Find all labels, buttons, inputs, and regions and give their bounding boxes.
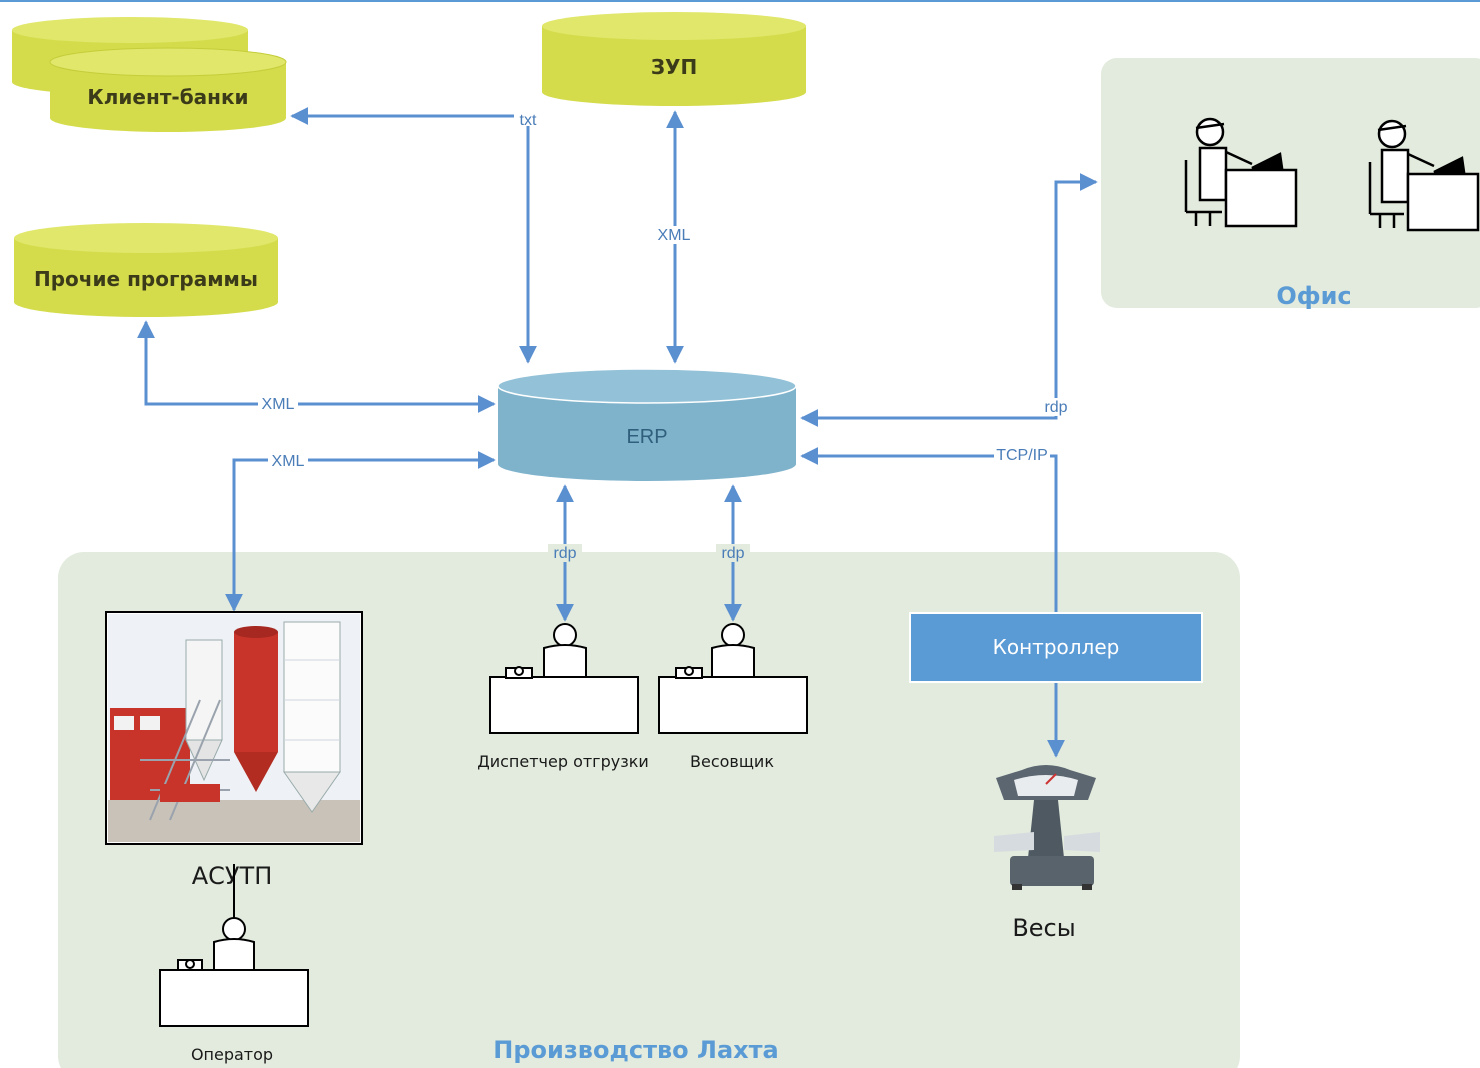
client-banks-label: Клиент-банки [87,85,248,109]
erp-label: ERP [626,426,667,448]
office-worker-icon [1184,117,1298,228]
dispatcher-rdp-label: rdp [553,545,576,562]
tcpip-flow: TCP/IP [800,446,1058,612]
controller-box: Контроллер [909,612,1203,683]
operator-label: Оператор [191,1045,273,1064]
zup-xml-flow: XML [652,110,696,364]
scales-icon [994,765,1100,890]
asutp-plant-image [105,611,363,845]
tcpip-label: TCP/IP [996,447,1048,464]
zup-xml-label: XML [658,227,691,244]
other-programs-database: Прочие программы [14,223,278,317]
dispatcher-desk-icon [489,623,639,734]
asutp-xml-label: XML [272,453,305,470]
zup-database: ЗУП [542,12,806,106]
scales-label: Весы [1012,914,1075,942]
dispatcher-label: Диспетчер отгрузки [477,752,649,771]
weigher-label: Весовщик [690,752,774,771]
asutp-label: АСУТП [192,862,273,890]
txt-flow-label: txt [520,112,537,129]
erp-database: ERP [497,368,797,481]
weigher-desk-icon [658,623,808,734]
office-rdp-label: rdp [1044,399,1067,416]
other-programs-xml-flow: XML [137,320,496,414]
other-programs-label: Прочие программы [34,267,258,291]
txt-flow: txt [290,107,542,364]
other-programs-xml-label: XML [262,396,295,413]
dispatcher-rdp-flow: rdp [548,484,582,622]
office-worker-icon [1368,119,1480,232]
asutp-xml-flow: XML [225,451,496,612]
weigher-rdp-flow: rdp [716,484,750,622]
office-zone-label: Офис [1276,282,1351,310]
client-banks-database: Клиент-банки [12,17,287,132]
controller-label: Контроллер [993,635,1120,659]
production-zone-label: Производство Лахта [493,1036,778,1064]
zup-label: ЗУП [651,55,697,79]
office-rdp-flow: rdp [800,173,1098,427]
operator-desk-icon [159,917,309,1027]
weigher-rdp-label: rdp [721,545,744,562]
